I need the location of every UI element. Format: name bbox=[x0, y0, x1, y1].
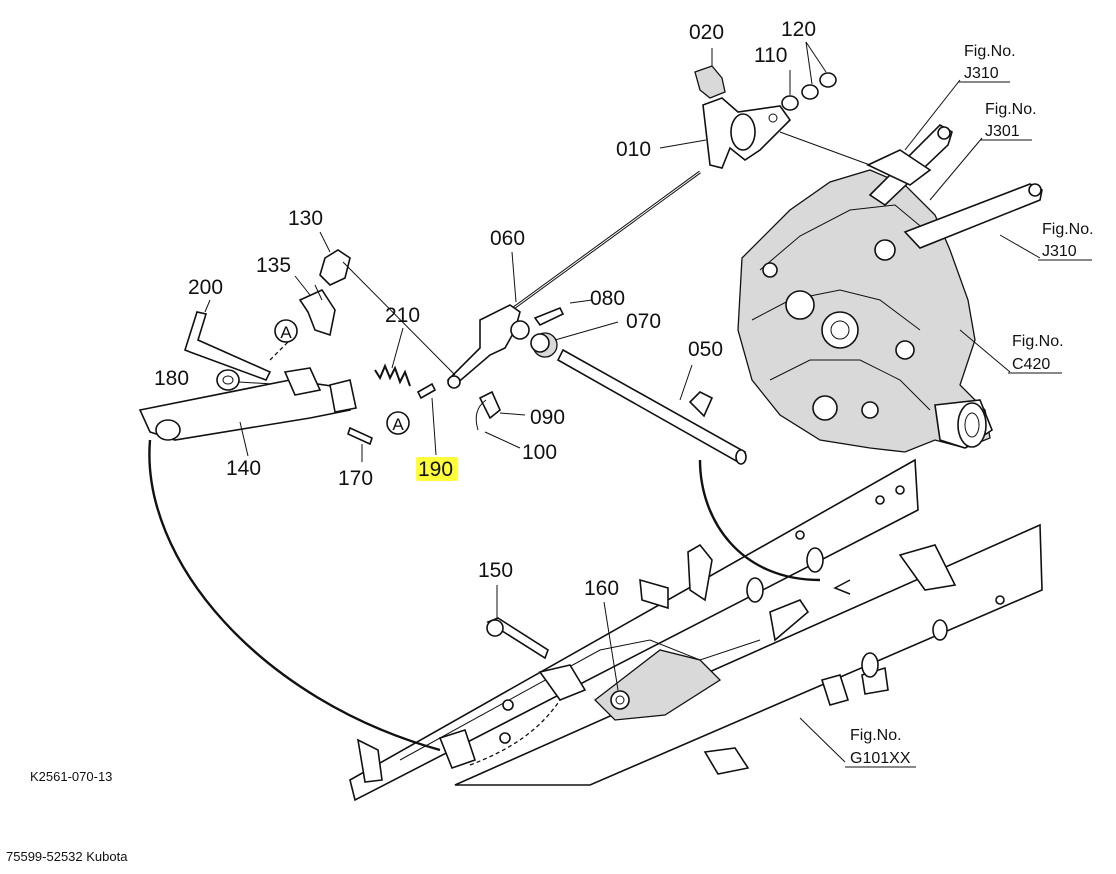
part-110-120 bbox=[781, 41, 837, 111]
marker-a-label: A bbox=[280, 323, 292, 342]
callout-160: 160 bbox=[584, 577, 619, 600]
figref-j310-top: Fig.No. J310 bbox=[958, 43, 1016, 83]
part-010-lever bbox=[659, 97, 792, 169]
callout-210: 210 bbox=[385, 304, 420, 327]
callout-140: 140 bbox=[226, 457, 261, 480]
part-210-spring bbox=[374, 327, 411, 387]
diagram-code: K2561-070-13 bbox=[30, 769, 113, 784]
figref-code: G101XX bbox=[850, 750, 911, 767]
figref-c420: Fig.No. C420 bbox=[1008, 333, 1064, 374]
chassis-frame bbox=[349, 458, 1043, 802]
part-050-shaft bbox=[556, 348, 747, 465]
part-200-rod bbox=[184, 299, 291, 381]
callout-135: 135 bbox=[256, 254, 291, 277]
marker-a-label: A bbox=[392, 415, 404, 434]
callout-050: 050 bbox=[688, 338, 723, 361]
part-090-100-clips bbox=[475, 390, 526, 449]
callout-130: 130 bbox=[288, 207, 323, 230]
callout-090: 090 bbox=[530, 406, 565, 429]
part-135-bracket bbox=[294, 275, 336, 337]
figref-code: J310 bbox=[964, 65, 999, 82]
figref-prefix: Fig.No. bbox=[985, 101, 1037, 118]
callout-150: 150 bbox=[478, 559, 513, 582]
figref-prefix: Fig.No. bbox=[964, 43, 1016, 60]
callout-070: 070 bbox=[626, 310, 661, 333]
figref-j310-right: Fig.No. J310 bbox=[1038, 221, 1094, 261]
part-130-clevis bbox=[319, 231, 456, 376]
transmission-housing bbox=[737, 123, 1043, 453]
callout-190: 190 bbox=[418, 458, 453, 481]
part-080-pin bbox=[533, 299, 593, 327]
part-140-pedal-arm bbox=[138, 367, 357, 457]
part-170-bolt bbox=[347, 426, 373, 462]
part-150-bolt bbox=[486, 585, 549, 660]
figref-j301: Fig.No. J301 bbox=[980, 101, 1037, 141]
figref-g101xx: Fig.No. G101XX bbox=[845, 727, 916, 768]
callout-190-highlight bbox=[416, 457, 458, 481]
callout-110: 110 bbox=[754, 44, 787, 67]
part-180-ring bbox=[216, 369, 291, 391]
figref-code: J301 bbox=[985, 123, 1020, 140]
figref-code: J310 bbox=[1042, 243, 1077, 260]
callout-180: 180 bbox=[154, 367, 189, 390]
part-070-bushing bbox=[510, 320, 619, 358]
callout-080: 080 bbox=[590, 287, 625, 310]
callout-170: 170 bbox=[338, 467, 373, 490]
callout-120: 120 bbox=[781, 18, 816, 41]
callout-010: 010 bbox=[616, 138, 651, 161]
callout-020: 020 bbox=[689, 21, 724, 44]
marker-a-1: A bbox=[274, 319, 298, 343]
figref-prefix: Fig.No. bbox=[850, 727, 902, 744]
footer-part-reference: 75599-52532 Kubota bbox=[6, 849, 128, 864]
figref-prefix: Fig.No. bbox=[1042, 221, 1094, 238]
part-060-rod bbox=[446, 170, 701, 389]
part-160-nut bbox=[603, 601, 619, 691]
part-020-fitting bbox=[694, 48, 726, 99]
figref-code: C420 bbox=[1012, 356, 1050, 373]
marker-a-2: A bbox=[386, 411, 410, 435]
callout-060: 060 bbox=[490, 227, 525, 250]
part-190-pin bbox=[416, 382, 437, 456]
callout-100: 100 bbox=[522, 441, 557, 464]
figref-prefix: Fig.No. bbox=[1012, 333, 1064, 350]
callout-200: 200 bbox=[188, 276, 223, 299]
